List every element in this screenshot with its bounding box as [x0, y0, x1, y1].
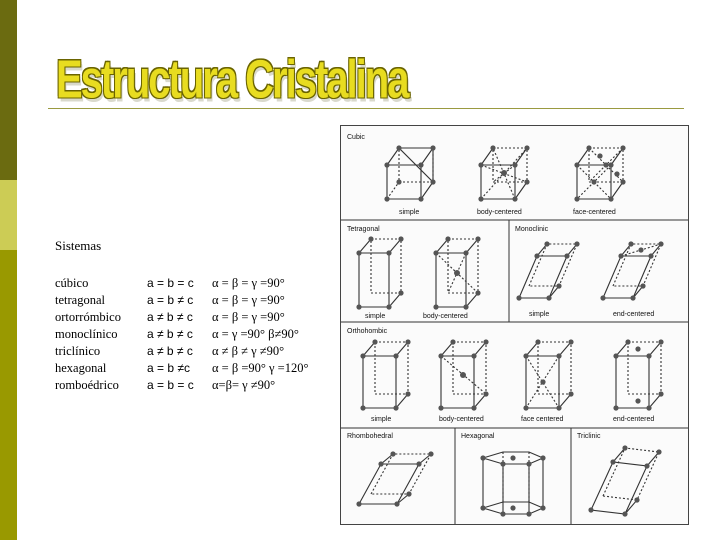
accent-bar-top	[0, 0, 17, 180]
bravais-lattices-figure: Cubic Tetragonal Monoclinic Orthohombic …	[340, 125, 689, 525]
system-axes-column: a = b = c a = b ≠ c a ≠ b ≠ c a ≠ b ≠ c …	[147, 275, 194, 394]
monoclinic-end-centered-cell	[602, 243, 662, 299]
section-hexagonal-label: Hexagonal	[461, 433, 495, 440]
cubic-simple-cell	[386, 147, 434, 200]
system-name: monoclínico	[55, 327, 118, 341]
cubic-face-centered-label: face-centered	[573, 209, 616, 216]
system-angles-column: α = β = γ =90° α = β = γ =90° α = β = γ …	[212, 275, 308, 394]
orthorhombic-simple-cell	[362, 341, 409, 409]
orthorhombic-simple-label: simple	[371, 416, 391, 423]
accent-bar-middle	[0, 180, 17, 250]
section-triclinic-label: Triclinic	[577, 433, 601, 440]
system-axes: a ≠ b ≠ c	[147, 327, 193, 341]
system-name: hexagonal	[55, 361, 107, 375]
system-angles: α = γ =90° β≠90°	[212, 327, 299, 341]
section-orthorhombic-label: Orthohombic	[347, 328, 388, 335]
rhombohedral-cell	[358, 453, 432, 505]
system-name: triclínico	[55, 344, 101, 358]
system-name: romboédrico	[55, 378, 119, 392]
lattice-cells	[358, 147, 662, 515]
lattices-diagram: Cubic Tetragonal Monoclinic Orthohombic …	[341, 134, 688, 524]
tetragonal-body-centered-label: body-centered	[423, 313, 468, 320]
tetragonal-simple-label: simple	[365, 313, 385, 320]
slide-title: Estructura Cristalina	[56, 50, 409, 110]
system-name: tetragonal	[55, 293, 105, 307]
accent-bar-bottom	[0, 250, 17, 540]
system-angles: α = β =90° γ =120°	[212, 361, 309, 375]
cubic-simple-label: simple	[399, 209, 419, 216]
system-angles: α ≠ β ≠ γ ≠90°	[212, 344, 285, 358]
monoclinic-simple-label: simple	[529, 311, 549, 318]
tetragonal-simple-cell	[358, 238, 402, 308]
systems-heading: Sistemas	[55, 238, 102, 253]
system-names-column: cúbico tetragonal ortorrómbico monoclíni…	[55, 275, 121, 394]
monoclinic-simple-cell	[518, 243, 578, 299]
system-angles: α=β= γ ≠90°	[212, 378, 276, 392]
monoclinic-end-centered-label: end-centered	[613, 311, 654, 318]
title-divider	[48, 108, 684, 109]
system-axes: a = b = c	[147, 276, 194, 290]
triclinic-cell	[590, 447, 660, 515]
section-cubic-label: Cubic	[347, 134, 365, 141]
system-axes: a ≠ b ≠ c	[147, 310, 193, 324]
system-angles: α = β = γ =90°	[212, 293, 285, 307]
system-name: ortorrómbico	[55, 310, 121, 324]
orthorhombic-end-centered-cell	[615, 341, 662, 409]
orthorhombic-face-centered-label: face centered	[521, 416, 564, 423]
section-tetragonal-label: Tetragonal	[347, 226, 380, 233]
system-angles: α = β = γ =90°	[212, 310, 285, 324]
system-axes: a = b ≠c	[147, 361, 190, 375]
orthorhombic-end-centered-label: end-centered	[613, 416, 654, 423]
section-monoclinic-label: Monoclinic	[515, 226, 549, 233]
hexagonal-cell	[481, 451, 545, 515]
lattice-points	[356, 145, 664, 517]
cubic-body-centered-label: body-centered	[477, 209, 522, 216]
system-angles: α = β = γ =90°	[212, 276, 285, 290]
system-axes: a ≠ b ≠ c	[147, 344, 193, 358]
system-name: cúbico	[55, 276, 89, 290]
system-axes: a = b = c	[147, 378, 194, 392]
system-axes: a = b ≠ c	[147, 293, 194, 307]
section-rhombohedral-label: Rhombohedral	[347, 433, 393, 440]
orthorhombic-face-centered-cell	[525, 341, 572, 409]
orthorhombic-body-centered-label: body-centered	[439, 416, 484, 423]
